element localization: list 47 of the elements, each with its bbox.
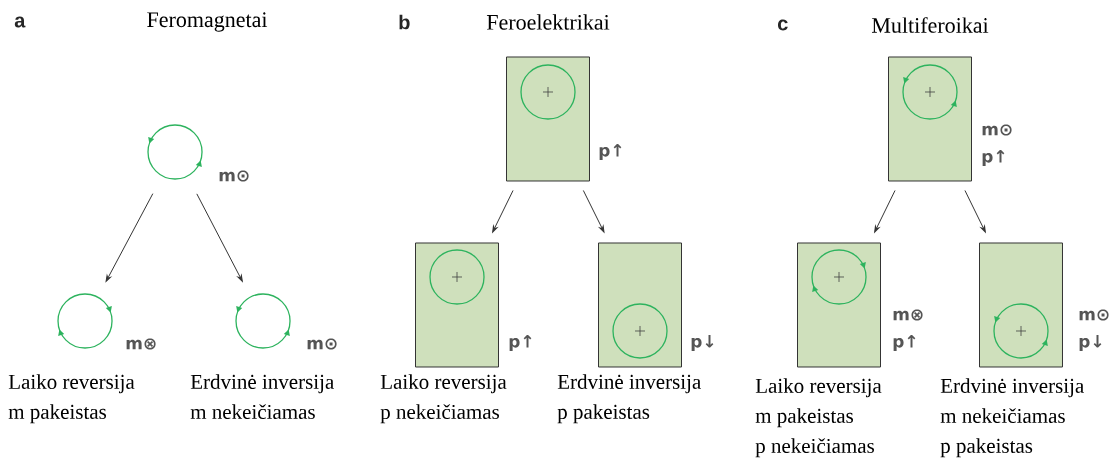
- panel-letter: b: [399, 14, 410, 30]
- caption-line: p pakeistas: [940, 438, 1033, 458]
- sample-box: [888, 56, 972, 182]
- state-label: m⊗: [126, 338, 156, 350]
- state-label: p↓: [1079, 335, 1102, 351]
- state-label: m⊙: [1079, 309, 1109, 321]
- caption-line: Erdvinė inversija: [940, 378, 1084, 398]
- state-label: m⊙: [219, 170, 249, 182]
- panel-letter: a: [14, 16, 26, 28]
- arrow: [964, 190, 986, 233]
- circular-arrow: [235, 293, 291, 349]
- arrow: [492, 190, 514, 233]
- state-label: p↑: [982, 150, 1005, 166]
- arrow: [196, 193, 243, 282]
- arrow: [874, 190, 896, 233]
- caption-line: m pakeistas: [8, 404, 107, 424]
- state-label: p↑: [599, 144, 622, 160]
- arrow: [582, 189, 605, 233]
- circular-arrow: [147, 124, 203, 180]
- caption-line: Erdvinė inversija: [557, 374, 701, 394]
- caption-line: p pakeistas: [557, 404, 650, 424]
- sample-box: [979, 242, 1063, 368]
- caption-line: p nekeičiamas: [380, 404, 499, 424]
- caption-line: Laiko reversija: [380, 374, 507, 394]
- sample-box: [797, 242, 881, 368]
- caption-line: Laiko reversija: [8, 374, 135, 394]
- caption-line: p nekeičiamas: [755, 438, 874, 458]
- sample-box: [506, 56, 590, 182]
- state-label: p↑: [509, 335, 532, 351]
- state-label: m⊗: [893, 309, 923, 321]
- caption-line: m nekeičiamas: [940, 408, 1065, 423]
- panel-title: Feromagnetai: [147, 12, 268, 32]
- caption-line: m nekeičiamas: [190, 404, 315, 419]
- sample-box: [415, 242, 499, 368]
- panel-letter: c: [778, 19, 788, 31]
- caption-line: Laiko reversija: [755, 378, 882, 398]
- panel-title: Feroelektrikai: [486, 14, 610, 30]
- circular-arrow: [57, 293, 113, 349]
- state-label: p↑: [893, 335, 916, 351]
- state-label: m⊙: [307, 338, 337, 350]
- state-label: m⊙: [982, 124, 1012, 136]
- sample-box: [598, 242, 682, 368]
- arrow: [105, 193, 154, 282]
- caption-line: Erdvinė inversija: [190, 374, 334, 394]
- panel-title: Multiferoikai: [872, 17, 989, 33]
- caption-line: m pakeistas: [755, 408, 854, 428]
- state-label: p↓: [691, 335, 714, 351]
